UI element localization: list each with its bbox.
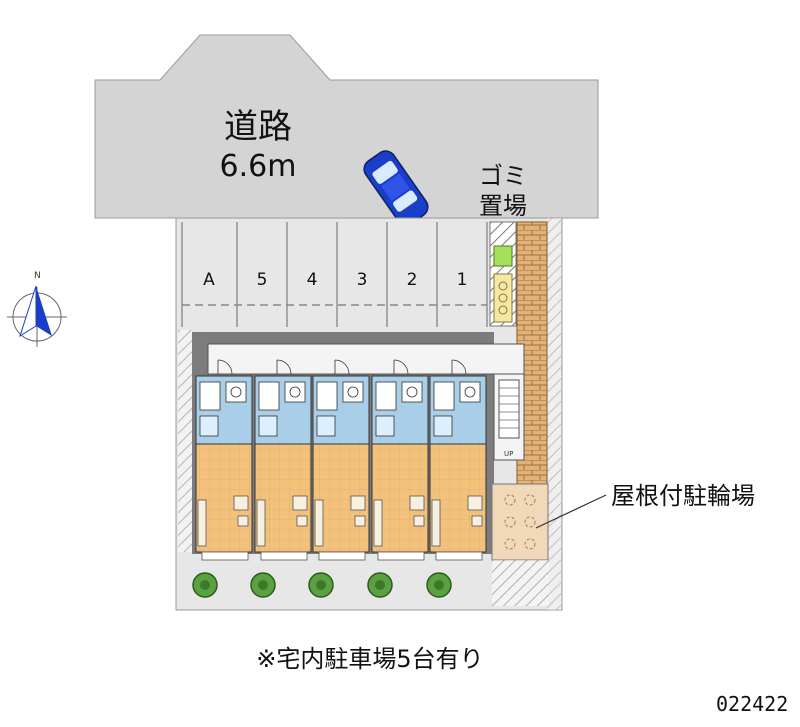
- trash-label-line2: 置場: [479, 192, 527, 220]
- parking-note: ※宅内駐車場5台有り: [256, 645, 483, 673]
- apartment-unit: [312, 359, 370, 561]
- bicycle-parking-callout: 屋根付駐輪場: [535, 482, 755, 529]
- parking-slot-label: 5: [257, 270, 268, 290]
- apartment-unit: [254, 359, 312, 561]
- parking-slot-label: 3: [357, 270, 368, 290]
- shrub-icon: [426, 572, 452, 598]
- trash-enclosure: [489, 221, 517, 327]
- parking-slot-label: 2: [407, 270, 418, 290]
- shrub-icon: [250, 572, 276, 598]
- property-code: 022422: [716, 692, 788, 716]
- stairs: UP: [498, 379, 520, 458]
- trash-label-line1: ゴミ: [479, 162, 527, 190]
- bicycle-parking-label: 屋根付駐輪場: [611, 482, 755, 510]
- parking-slot-label: 4: [307, 270, 318, 290]
- shrub-icon: [192, 572, 218, 598]
- compass-north-label: N: [34, 271, 41, 281]
- parking-slot-label: A: [203, 270, 215, 290]
- apartment-unit: [371, 359, 429, 561]
- road-width: 6.6m: [220, 149, 297, 184]
- road-area: 道路 6.6m: [94, 34, 599, 219]
- shrubs: [192, 572, 452, 598]
- compass-icon: N: [7, 271, 67, 347]
- shrub-icon: [308, 572, 334, 598]
- bicycle-parking: [491, 483, 549, 606]
- road-name: 道路: [224, 107, 292, 147]
- unit-group: [195, 359, 487, 561]
- stairs-label: UP: [504, 450, 513, 458]
- apartment-unit: [429, 359, 487, 561]
- shrub-icon: [367, 572, 393, 598]
- apartment-unit: [195, 359, 253, 561]
- parking-slot-label: 1: [457, 270, 468, 290]
- trash-area-label: ゴミ 置場: [479, 162, 527, 220]
- parking-area: A 5 4 3 2 1: [181, 222, 488, 327]
